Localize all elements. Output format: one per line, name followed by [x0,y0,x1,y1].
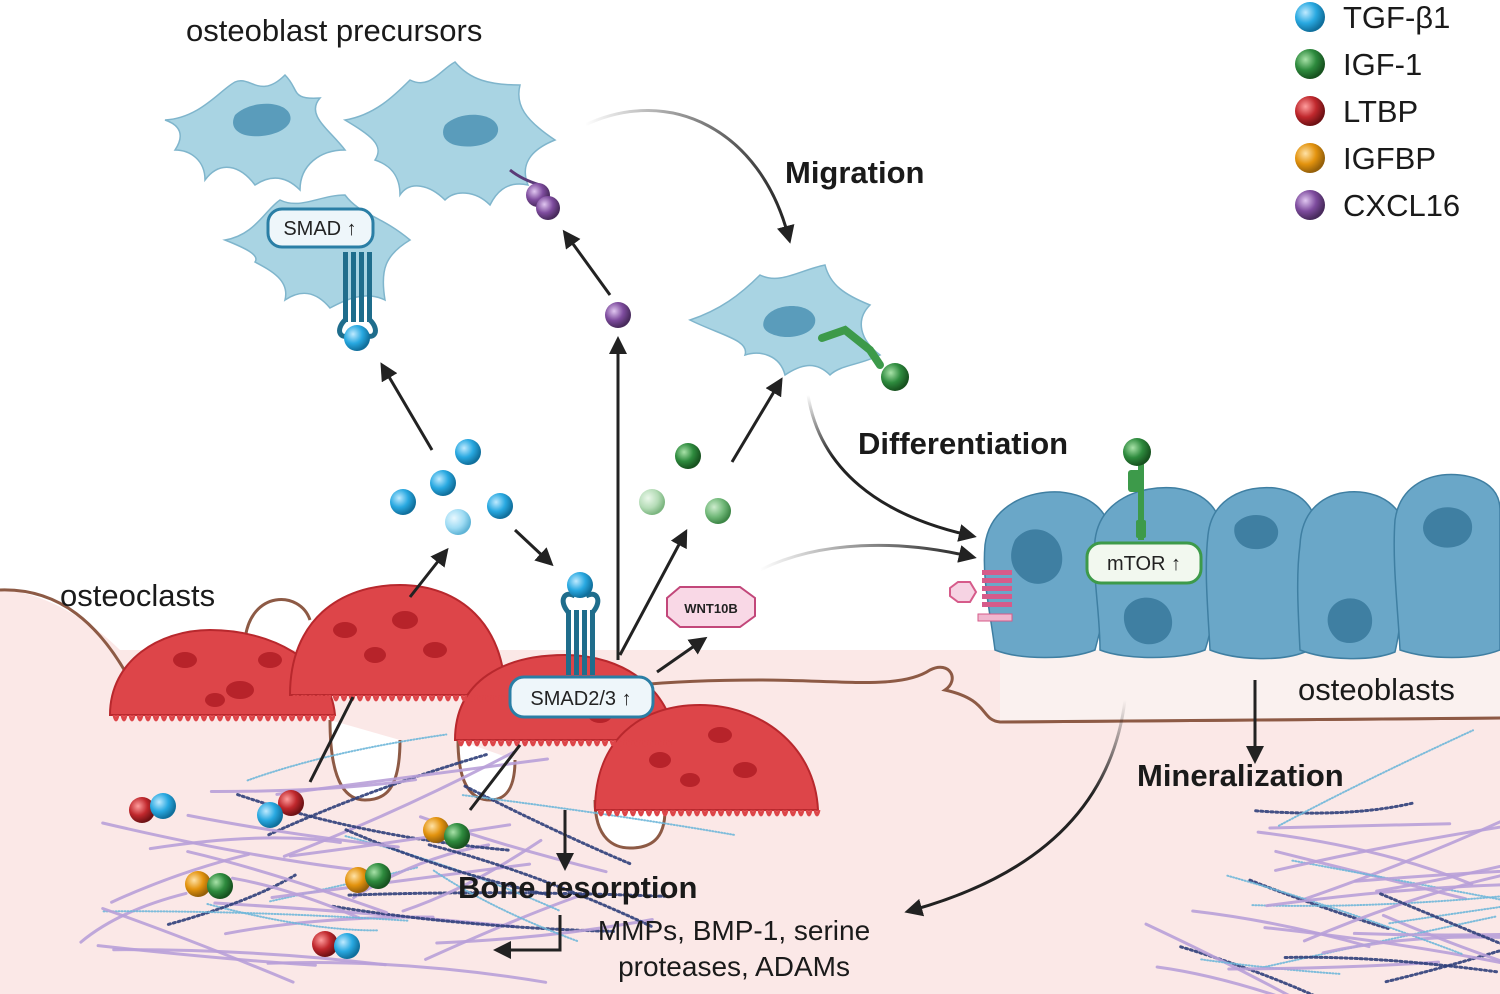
arrows [380,229,1264,959]
latent-tgf-complex [312,931,360,959]
label-osteoclasts: osteoclasts [60,578,215,613]
label-osteoblasts: osteoblasts [1298,672,1455,707]
precursor-cell [342,61,557,207]
wnt-receptor-osteoblast [949,570,1013,622]
osteoclast-cell [593,703,820,811]
legend-swatch [1295,2,1325,32]
legend-swatch [1295,49,1325,79]
latent-igf-complex [423,817,470,849]
tgf-receptor-osteoclast [560,572,601,675]
free-igf-1 [639,443,731,524]
legend-item: LTBP [1295,94,1418,129]
smad23-box: SMAD2/3 ↑ [508,675,655,719]
osteoblast-cell [983,491,1114,659]
free-cxcl16 [605,302,631,328]
legend-item: TGF-β1 [1295,0,1450,35]
label-proteases-line1: MMPs, BMP-1, serine [598,915,870,946]
mtor-box: mTOR ↑ [1085,541,1203,585]
curved-arrows [584,109,1127,917]
legend-swatch [1295,96,1325,126]
precursor-cell [688,264,882,377]
igf-receptor-precursor [818,325,909,391]
label-mineralization: Mineralization [1137,758,1344,793]
release-lines [308,696,522,811]
collagen-matrix-right [1144,729,1500,994]
latent-tgf-complex [257,790,304,828]
mtor-label: mTOR ↑ [1107,553,1181,575]
precursor-cell [164,73,347,192]
label-proteases-line2: proteases, ADAMs [618,951,850,982]
legend-label: CXCL16 [1343,188,1460,223]
label-differentiation: Differentiation [858,426,1068,461]
latent-igf-complex [185,871,233,899]
wnt10b-badge: WNT10B [666,586,756,628]
tgf-receptor-precursor [337,252,378,351]
smad-label: SMAD ↑ [283,218,356,240]
smad-box: SMAD ↑ [266,207,375,249]
wnt10b-label: WNT10B [684,601,737,616]
legend-label: TGF-β1 [1343,0,1450,35]
free-tgf-beta1 [390,439,513,535]
legend-item: IGF-1 [1295,47,1422,82]
legend-swatch [1295,143,1325,173]
legend-swatch [1295,190,1325,220]
osteoblast-cell [1393,473,1500,659]
label-bone-resorption: Bone resorption [458,870,697,905]
osteoblast-cell [1296,491,1409,660]
igf-receptor-osteoblast [1123,438,1151,540]
legend-item: CXCL16 [1295,188,1460,223]
osteoblast-cell [1205,486,1319,660]
osteoclast-ruffled-borders [112,694,821,817]
smad23-label: SMAD2/3 ↑ [530,688,631,710]
legend-label: IGFBP [1343,141,1436,176]
legend-label: LTBP [1343,94,1418,129]
legend-item: IGFBP [1295,141,1436,176]
legend-label: IGF-1 [1343,47,1422,82]
label-migration: Migration [785,155,925,190]
latent-igf-complex [345,863,391,893]
osteoclast-cell [108,628,337,716]
osteoclast-cell [288,583,507,696]
label-osteoblast-precursors: osteoblast precursors [186,13,482,48]
resorption-pit [456,739,517,802]
latent-tgf-complex [129,793,176,823]
cxcl16-bound [509,168,560,220]
